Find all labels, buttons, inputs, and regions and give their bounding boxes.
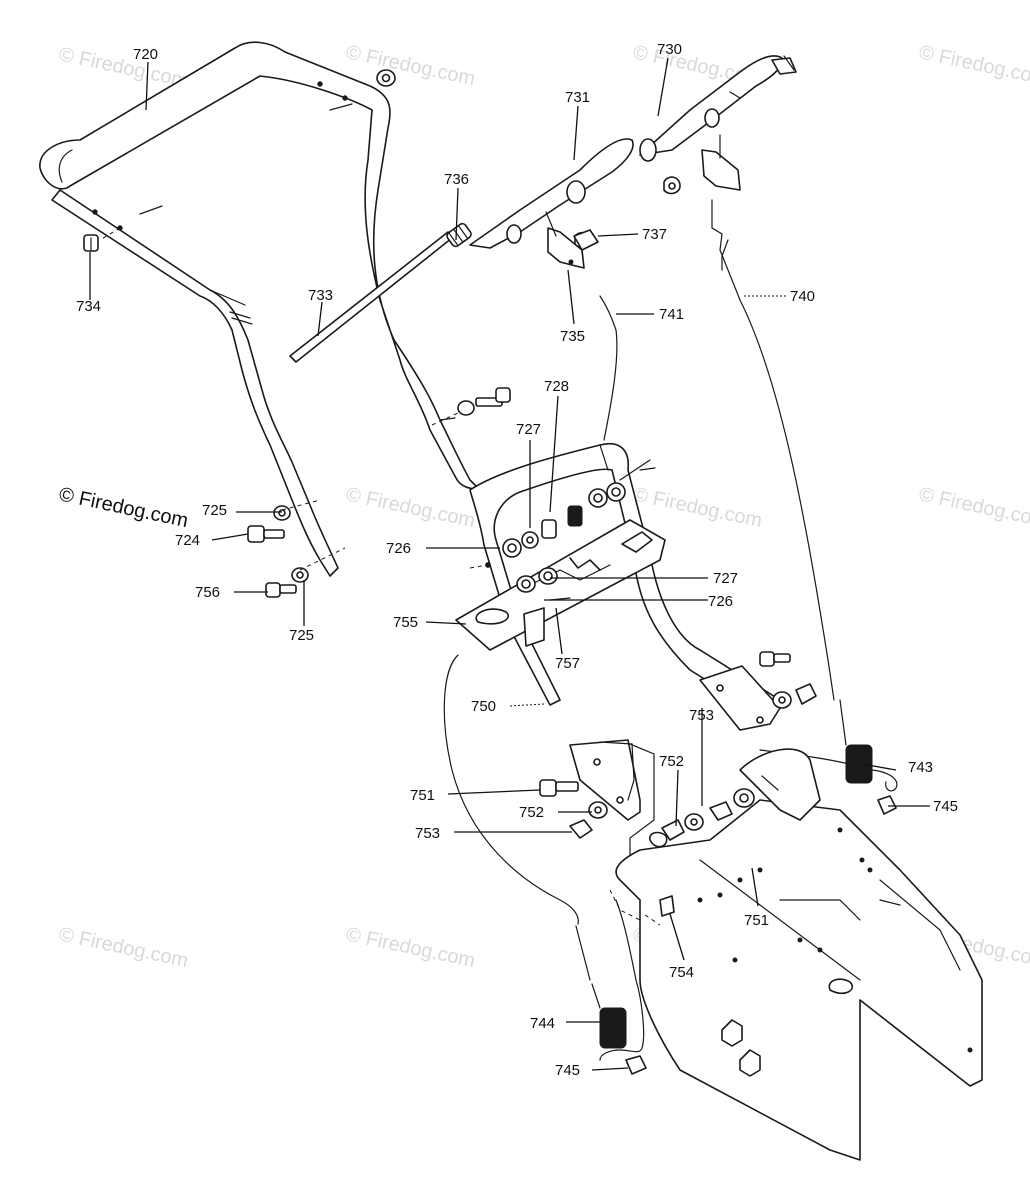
cable-733-drawing bbox=[289, 222, 472, 363]
upper-handle-drawing bbox=[39, 41, 479, 577]
watermark: © Firedog.com bbox=[344, 483, 477, 532]
callout-740: 740 bbox=[790, 288, 815, 305]
callout-726: 726 bbox=[386, 540, 411, 557]
callout-734: 734 bbox=[76, 298, 101, 315]
callout-725-lower: 725 bbox=[289, 627, 314, 644]
watermark: © Firedog.com bbox=[917, 41, 1030, 90]
callout-726-lower: 726 bbox=[708, 593, 733, 610]
callout-741: 741 bbox=[659, 306, 684, 323]
callout-725: 725 bbox=[202, 502, 227, 519]
callout-731: 731 bbox=[565, 89, 590, 106]
callout-752: 752 bbox=[659, 753, 684, 770]
leader-lines bbox=[89, 57, 930, 1071]
callout-755: 755 bbox=[393, 614, 418, 631]
callout-751-lower: 751 bbox=[744, 912, 769, 929]
mounting-plate-left-drawing bbox=[569, 739, 655, 861]
watermark: © Firedog.com bbox=[631, 483, 764, 532]
callout-730: 730 bbox=[657, 41, 682, 58]
watermark: © Firedog.com bbox=[917, 483, 1030, 532]
callout-753-lower: 753 bbox=[415, 825, 440, 842]
callout-737: 737 bbox=[642, 226, 667, 243]
lever-730-drawing bbox=[639, 55, 797, 195]
callout-756: 756 bbox=[195, 584, 220, 601]
callout-752-lower: 752 bbox=[519, 804, 544, 821]
spring-744-drawing bbox=[575, 925, 647, 1075]
frame-chassis-drawing bbox=[609, 748, 983, 1161]
lever-731-drawing bbox=[469, 138, 634, 269]
watermark: © Firedog.com bbox=[57, 43, 190, 92]
bracket-755-drawing bbox=[455, 519, 666, 651]
callout-735: 735 bbox=[560, 328, 585, 345]
watermark: © Firedog.com bbox=[57, 923, 190, 972]
callout-727: 727 bbox=[516, 421, 541, 438]
watermark: © Firedog.com bbox=[344, 923, 477, 972]
callout-754: 754 bbox=[669, 964, 694, 981]
watermark-dark: © Firedog.com bbox=[57, 483, 190, 532]
callout-labels: 720 730 731 736 737 734 733 740 741 735 … bbox=[76, 41, 958, 1079]
callout-753: 753 bbox=[689, 707, 714, 724]
callout-720: 720 bbox=[133, 46, 158, 63]
callout-743: 743 bbox=[908, 759, 933, 776]
mounting-plate-right-drawing bbox=[699, 665, 781, 731]
callout-757: 757 bbox=[555, 655, 580, 672]
callout-728: 728 bbox=[544, 378, 569, 395]
callout-750: 750 bbox=[471, 698, 496, 715]
cable-740-drawing bbox=[599, 199, 829, 661]
callout-724: 724 bbox=[175, 532, 200, 549]
callout-727-lower: 727 bbox=[713, 570, 738, 587]
callout-733: 733 bbox=[308, 287, 333, 304]
rod-750-drawing bbox=[443, 654, 645, 1061]
callout-744: 744 bbox=[530, 1015, 555, 1032]
callout-736: 736 bbox=[444, 171, 469, 188]
callout-745: 745 bbox=[933, 798, 958, 815]
callout-745-lower: 745 bbox=[555, 1062, 580, 1079]
hardware-drawing bbox=[247, 229, 817, 875]
callout-751: 751 bbox=[410, 787, 435, 804]
